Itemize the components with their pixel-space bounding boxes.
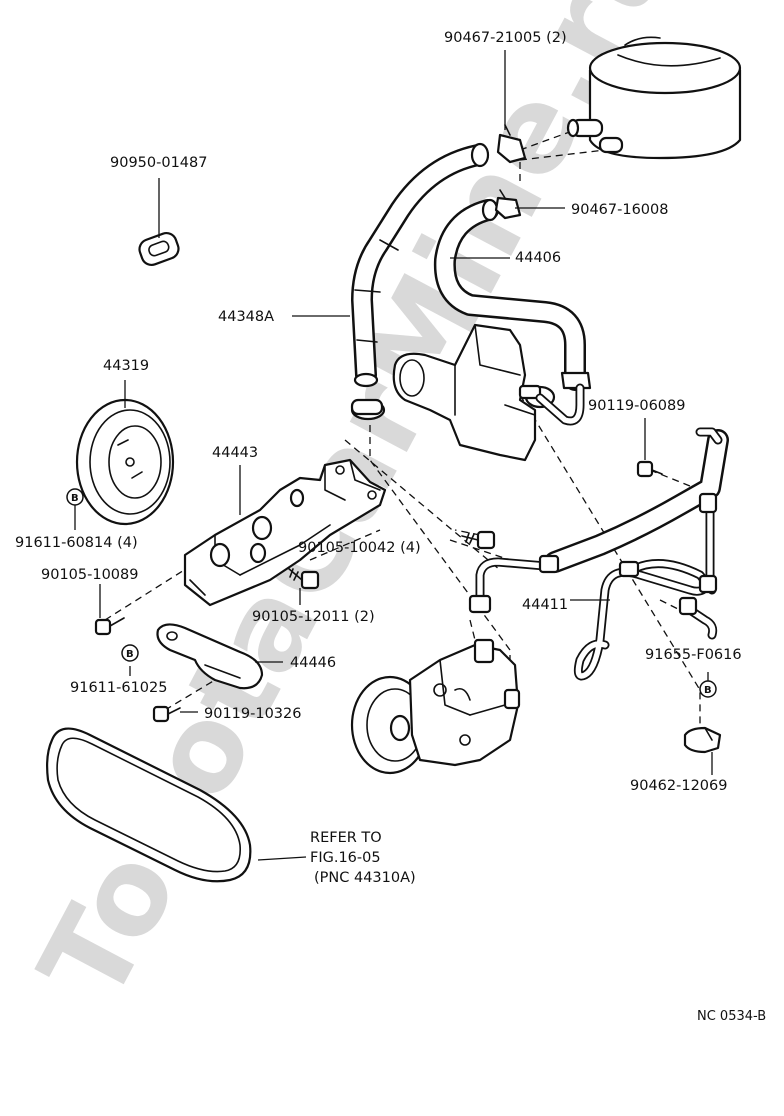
- hose-clamp-lower: [560, 371, 592, 390]
- hose-clamp-90467-21005: [496, 124, 527, 164]
- bolt-90119-06089: [636, 460, 663, 478]
- grommet-90950-01487: [138, 232, 180, 266]
- label-91655-f0616: 91655-F0616: [645, 647, 742, 663]
- refer-note-line2: FIG.16-05: [310, 850, 381, 866]
- bolt-90105-10042: [461, 530, 496, 550]
- hose-44348a: [351, 142, 490, 388]
- bolt-90105-12011: [287, 567, 320, 590]
- label-44443: 44443: [212, 445, 258, 461]
- label-90950-01487: 90950-01487: [110, 155, 208, 171]
- svg-text:B: B: [704, 685, 712, 696]
- badge-91611-60814: B: [66, 488, 84, 506]
- reservoir-tank: [566, 36, 742, 160]
- refer-note-line3: (PNC 44310A): [314, 870, 416, 886]
- hose-clamp-90467-16008: [494, 189, 522, 220]
- badge-91655-f0616: B: [699, 680, 717, 698]
- part-labels: 90467-21005 (2) 90950-01487 90467-16008 …: [15, 30, 742, 794]
- adjusting-bar-44446: [156, 623, 264, 690]
- badge-91611-61025: B: [121, 644, 139, 662]
- label-90462-12069: 90462-12069: [630, 778, 728, 794]
- pressure-hose-44411: [468, 427, 729, 681]
- label-91611-60814: 91611-60814 (4): [15, 535, 138, 551]
- bolt-90119-10326: [152, 705, 181, 723]
- label-90467-16008: 90467-16008: [571, 202, 669, 218]
- label-90105-10089: 90105-10089: [41, 567, 139, 583]
- label-44348a: 44348A: [218, 309, 274, 325]
- svg-text:B: B: [126, 649, 134, 660]
- label-90467-21005: 90467-21005 (2): [444, 30, 567, 46]
- hose-44406: [433, 198, 586, 391]
- pump-body-upper: [350, 323, 556, 462]
- power-steering-pump: [350, 638, 521, 775]
- clamp-90462-12069: [683, 726, 722, 754]
- svg-text:B: B: [71, 493, 79, 504]
- label-44446: 44446: [290, 655, 336, 671]
- pulley-44319: [75, 398, 175, 526]
- label-44319: 44319: [103, 358, 149, 374]
- drive-belt: [46, 727, 252, 883]
- bolt-90105-10089: [94, 617, 125, 636]
- bracket-44443: [183, 458, 387, 607]
- refer-note-line1: REFER TO: [310, 830, 382, 846]
- label-44411: 44411: [522, 597, 568, 613]
- label-44406: 44406: [515, 250, 561, 266]
- label-90119-10326: 90119-10326: [204, 706, 302, 722]
- diagram-id: NC 0534-B: [697, 1009, 766, 1024]
- leader-lines: [74, 50, 713, 775]
- return-line-pipe: [535, 383, 585, 426]
- label-90105-12011: 90105-12011 (2): [252, 609, 375, 625]
- label-91611-61025: 91611-61025: [70, 680, 168, 696]
- label-90105-10042: 90105-10042 (4): [298, 540, 421, 556]
- label-90119-06089: 90119-06089: [588, 398, 686, 414]
- refer-note: REFER TO FIG.16-05 (PNC 44310A): [257, 830, 416, 886]
